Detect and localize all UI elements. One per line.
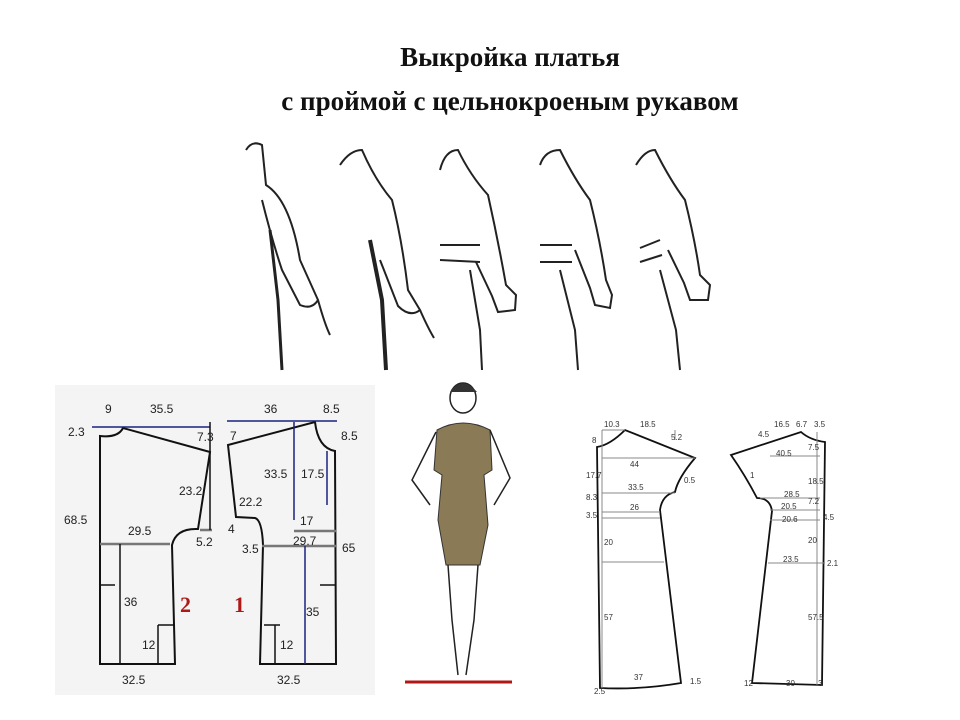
measurement-label: 3 bbox=[818, 679, 823, 688]
measurement-label: 20 bbox=[808, 536, 817, 545]
measurement-label: 10.3 bbox=[604, 420, 620, 429]
sketch-4 bbox=[539, 148, 614, 371]
measurement-label: 4.5 bbox=[823, 513, 835, 522]
measurement-label: 7.5 bbox=[808, 443, 820, 452]
measurement-label: 17 bbox=[300, 514, 314, 528]
measurement-label: 37 bbox=[634, 673, 643, 682]
measurement-label: 17.7 bbox=[586, 471, 602, 480]
measurement-label: 18.5 bbox=[640, 420, 656, 429]
measurement-label: 18.5 bbox=[808, 477, 824, 486]
measurement-label: 1.5 bbox=[690, 677, 702, 686]
measurement-label: 68.5 bbox=[64, 513, 88, 527]
measurement-label: 4 bbox=[228, 522, 235, 536]
measurement-label: 8.5 bbox=[323, 402, 340, 416]
measurement-label: 3.5 bbox=[814, 420, 826, 429]
sketch-1 bbox=[245, 142, 331, 371]
measurement-label: 12 bbox=[280, 638, 294, 652]
measurement-label: 3.5 bbox=[586, 511, 598, 520]
measurement-label: 65 bbox=[342, 541, 356, 555]
sketch-2 bbox=[339, 148, 435, 371]
measurement-label: 8 bbox=[592, 436, 597, 445]
measurement-label: 7 bbox=[230, 429, 237, 443]
title-line-1: Выкройка платья bbox=[400, 42, 620, 72]
measurement-label: 33.5 bbox=[264, 467, 288, 481]
measurement-label: 36 bbox=[124, 595, 138, 609]
measurement-label: 40.5 bbox=[776, 449, 792, 458]
measurement-label: 9 bbox=[105, 402, 112, 416]
measurement-label: 26 bbox=[630, 503, 639, 512]
measurement-label: 5.2 bbox=[671, 433, 683, 442]
measurement-label: 57 bbox=[604, 613, 613, 622]
measurement-label: 1 bbox=[750, 471, 755, 480]
sketch-5 bbox=[635, 148, 712, 371]
measurement-label: 57.5 bbox=[808, 613, 824, 622]
measurement-label: 33.5 bbox=[628, 483, 644, 492]
measurement-label: 2.5 bbox=[594, 687, 606, 696]
measurement-label: 7.3 bbox=[197, 430, 214, 444]
measurement-label: 7.2 bbox=[808, 497, 820, 506]
measurement-label: 29.5 bbox=[128, 524, 152, 538]
measurement-label: 12 bbox=[142, 638, 156, 652]
measurement-label: 30 bbox=[786, 679, 795, 688]
piece-number-1: 1 bbox=[234, 592, 245, 617]
measurement-label: 2.1 bbox=[827, 559, 839, 568]
measurement-label: 22.2 bbox=[239, 495, 263, 509]
measurement-label: 16.5 bbox=[774, 420, 790, 429]
measurement-label: 4.5 bbox=[758, 430, 770, 439]
measurement-label: 36 bbox=[264, 402, 278, 416]
measurement-label: 6.7 bbox=[796, 420, 808, 429]
piece-number-2: 2 bbox=[180, 592, 191, 617]
front-piece-outline bbox=[226, 420, 338, 665]
measurement-label: 12 bbox=[744, 679, 753, 688]
title-line-2: с проймой с цельнокроеным рукавом bbox=[281, 86, 739, 116]
measurement-label: 5.2 bbox=[196, 535, 213, 549]
measurement-label: 0.5 bbox=[684, 476, 696, 485]
back-pattern: 16.5 6.7 3.5 4.5 40.5 7.5 1 18.5 28.5 20.5 20.6 7.2… bbox=[729, 420, 839, 688]
measurement-label: 3.5 bbox=[242, 542, 259, 556]
measurement-label: 32.5 bbox=[122, 673, 146, 687]
sleeve-sketches bbox=[245, 142, 712, 371]
measurement-label: 20.5 bbox=[781, 502, 797, 511]
measurement-label: 20.6 bbox=[782, 515, 798, 524]
measurement-label: 20 bbox=[604, 538, 613, 547]
measurement-label: 17.5 bbox=[301, 467, 325, 481]
measurement-label: 35.5 bbox=[150, 402, 174, 416]
sketch-3 bbox=[439, 148, 518, 371]
measurement-label: 29.7 bbox=[293, 534, 317, 548]
dress-figure bbox=[405, 382, 512, 684]
back-piece-outline bbox=[99, 426, 212, 665]
measurement-label: 32.5 bbox=[277, 673, 301, 687]
measurement-label: 8.3 bbox=[586, 493, 598, 502]
front-pattern: 10.3 18.5 8 5.2 44 0.5 33.5 26 17.7 8.3 3.5 20 57 37 1… bbox=[586, 420, 702, 696]
measurement-label: 23.5 bbox=[783, 555, 799, 564]
measurement-label: 8.5 bbox=[341, 429, 358, 443]
left-pattern: 2 1 9 35.5 2.3 7.3 23.2 68.5 29.5 5.2 36 12 32.5 36… bbox=[55, 385, 375, 695]
measurement-label: 35 bbox=[306, 605, 320, 619]
measurement-label: 28.5 bbox=[784, 490, 800, 499]
measurement-label: 2.3 bbox=[68, 425, 85, 439]
measurement-label: 44 bbox=[630, 460, 639, 469]
measurement-label: 23.2 bbox=[179, 484, 203, 498]
